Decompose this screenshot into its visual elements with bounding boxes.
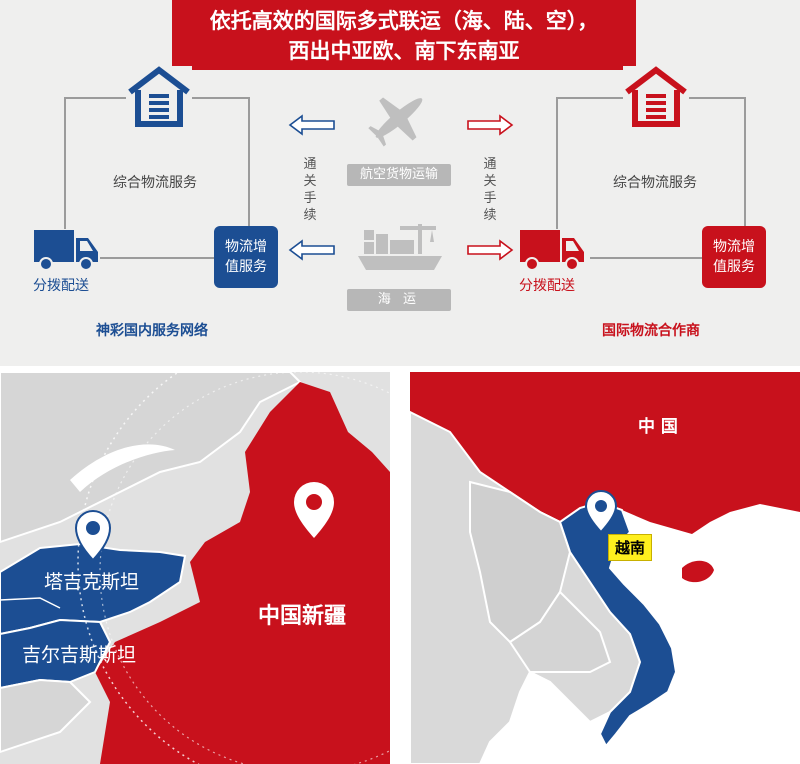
left-value-added-box: 物流增 值服务 — [214, 226, 278, 288]
central-asia-map-shapes — [0, 372, 390, 764]
right-service-label: 综合物流服务 — [613, 175, 697, 191]
location-pin-icon — [584, 490, 618, 534]
intl-partner-label: 国际物流合作商 — [602, 323, 700, 339]
right-value-box-line-1: 物流增 — [713, 239, 755, 255]
left-bottom-line — [100, 257, 214, 259]
central-asia-map: 塔吉克斯坦 吉尔吉斯斯坦 中国新疆 — [0, 372, 390, 764]
right-value-added-box: 物流增 值服务 — [702, 226, 766, 288]
domestic-network-label: 神彩国内服务网络 — [96, 323, 208, 339]
tajikistan-label: 塔吉克斯坦 — [44, 571, 140, 593]
logistics-diagram: 依托高效的国际多式联运（海、陆、空）， 西出中亚欧、南下东南亚 综合物流服务 分… — [0, 0, 800, 366]
vietnam-label: 越南 — [608, 534, 653, 561]
left-value-box-line-1: 物流增 — [225, 239, 267, 255]
air-freight-label: 航空货物运输 — [347, 164, 451, 186]
arrow-icon — [467, 239, 514, 261]
left-value-box-line-2: 值服务 — [225, 259, 267, 275]
left-service-label: 综合物流服务 — [113, 175, 197, 191]
headline-line-2: 西出中亚欧、南下东南亚 — [288, 39, 520, 63]
right-bottom-line — [590, 257, 702, 259]
warehouse-icon — [126, 66, 192, 128]
right-distribution-label: 分拨配送 — [519, 278, 575, 294]
headline-line-1: 依托高效的国际多式联运（海、陆、空）， — [209, 9, 599, 33]
location-pin-icon — [294, 482, 334, 538]
truck-icon — [520, 230, 584, 271]
headline-banner: 依托高效的国际多式联运（海、陆、空）， 西出中亚欧、南下东南亚 — [172, 0, 636, 70]
warehouse-icon — [623, 66, 689, 128]
customs-right-label: 通关手续 — [483, 157, 497, 223]
customs-left-label: 通关手续 — [303, 157, 317, 223]
airplane-icon — [368, 97, 423, 147]
kyrgyzstan-label: 吉尔吉斯斯坦 — [22, 644, 137, 666]
left-frame-left-leg — [64, 97, 66, 225]
china-label: 中 国 — [638, 417, 678, 437]
cargo-ship-icon — [358, 224, 442, 270]
arrow-icon — [288, 239, 335, 261]
southeast-asia-map: 中 国 越南 — [410, 372, 800, 764]
southeast-asia-map-shapes — [410, 372, 800, 764]
xinjiang-label: 中国新疆 — [258, 604, 347, 629]
arrow-icon — [467, 114, 514, 136]
left-distribution-label: 分拨配送 — [33, 278, 89, 294]
location-pin-icon — [74, 510, 112, 562]
truck-icon — [34, 230, 98, 271]
sea-freight-label: 海 运 — [347, 289, 451, 311]
right-value-box-line-2: 值服务 — [713, 259, 755, 275]
arrow-icon — [288, 114, 335, 136]
